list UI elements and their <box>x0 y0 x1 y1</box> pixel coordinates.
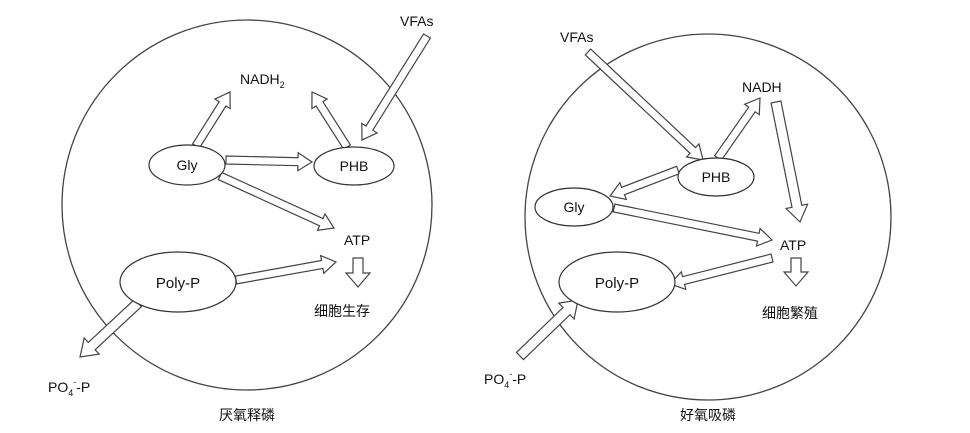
left-nadh-subscript: 2 <box>280 80 285 90</box>
right-vfas-label: VFAs <box>560 29 593 45</box>
left-polyp-label: Poly-P <box>156 275 200 292</box>
right-gly-node <box>534 187 614 227</box>
left-po4-subscript: 4 <box>68 388 73 398</box>
left-arrow-atp-to-survival <box>344 257 372 288</box>
right-cell-caption: 好氧吸磷 <box>680 407 736 423</box>
left-atp-label: ATP <box>344 232 370 248</box>
left-vfas-label: VFAs <box>400 13 433 29</box>
left-arrow-polyp-to-atp <box>234 254 338 285</box>
left-gly-node <box>148 144 226 186</box>
right-nadh-label: NADH <box>742 79 782 95</box>
left-po4-superscript: - <box>73 377 76 387</box>
left-polyp-node <box>119 251 237 313</box>
right-cell-group: PHB Gly Poly-P NADH ATP 细胞繁殖 VFAs PO4--P… <box>484 29 892 423</box>
right-arrow-atp-to-polyp <box>668 253 774 291</box>
left-phb-label: PHB <box>340 158 369 174</box>
right-arrow-nadh-to-atp <box>770 100 809 224</box>
left-nadh-label: NADH2 <box>240 71 285 90</box>
right-arrow-phb-to-nadh <box>713 97 761 162</box>
left-arrow-polyp-to-po4 <box>79 298 143 358</box>
right-arrow-po4-to-polyp <box>515 299 579 361</box>
right-arrow-vfas-to-phb <box>584 48 704 161</box>
right-gly-label: Gly <box>564 199 585 215</box>
right-po4-base: PO <box>484 371 504 387</box>
right-arrows <box>515 48 810 361</box>
left-arrow-gly-to-nadh <box>191 91 231 149</box>
right-phb-node <box>677 157 755 197</box>
left-po4-base: PO <box>48 379 68 395</box>
right-outcome-label: 细胞繁殖 <box>762 305 818 321</box>
left-po4-label: PO4--P <box>48 377 90 398</box>
left-arrows <box>79 33 432 358</box>
right-polyp-node <box>558 251 676 313</box>
left-phb-node <box>313 146 395 186</box>
right-po4-tail: -P <box>512 371 526 387</box>
left-cell-caption: 厌氧释磷 <box>219 407 275 423</box>
right-arrow-phb-to-gly <box>608 165 681 201</box>
right-po4-subscript: 4 <box>504 380 509 390</box>
left-po4-tail: -P <box>76 379 90 395</box>
right-po4-label: PO4--P <box>484 369 526 390</box>
left-arrow-vfas-to-phb <box>361 33 432 141</box>
right-polyp-label: Poly-P <box>595 275 639 292</box>
right-atp-label: ATP <box>780 237 806 253</box>
left-arrow-gly-to-atp <box>217 171 336 232</box>
right-arrow-atp-to-reproduction <box>782 257 810 287</box>
right-phb-label: PHB <box>702 169 731 185</box>
right-arrow-gly-to-atp <box>612 203 774 247</box>
left-arrow-phb-to-nadh <box>311 91 352 150</box>
left-arrow-gly-to-phb <box>225 151 314 172</box>
left-nadh-base: NADH <box>240 71 280 87</box>
left-cell-group: Gly PHB Poly-P NADH2 ATP 细胞生存 VFAs PO4--… <box>48 13 433 423</box>
left-gly-label: Gly <box>177 157 198 173</box>
left-outcome-label: 细胞生存 <box>314 303 370 319</box>
right-po4-superscript: - <box>509 369 512 379</box>
